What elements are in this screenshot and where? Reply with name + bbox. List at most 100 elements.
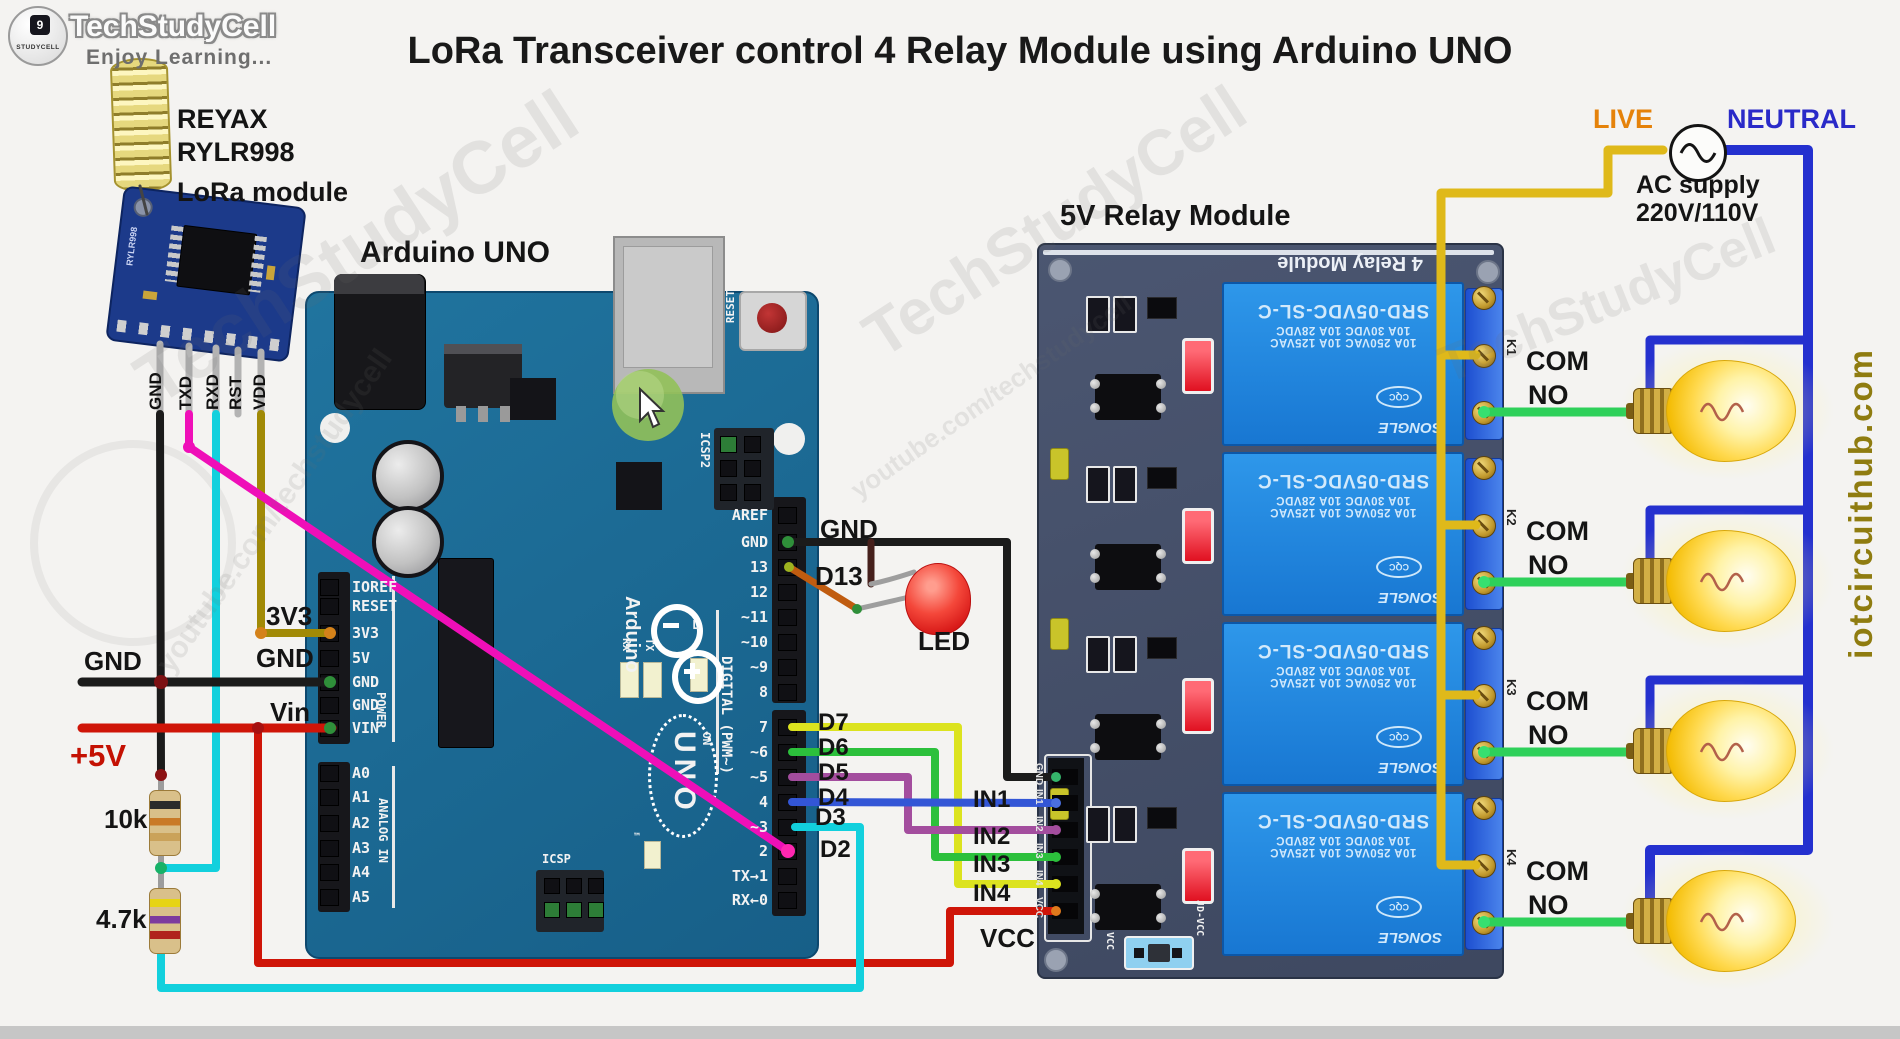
bulb-tip-contact (1626, 403, 1636, 419)
led-l-label: L (692, 618, 700, 632)
mcu-chip (438, 558, 494, 748)
icsp-pin (566, 878, 582, 894)
ic-pin (1156, 913, 1166, 923)
smd-resistor (1113, 466, 1137, 503)
ic-pin (1090, 379, 1100, 389)
analog-pin-label: A0 (352, 764, 371, 782)
wire-live-bus (1436, 145, 1668, 870)
header-dot (1051, 879, 1061, 889)
led-lead (868, 569, 917, 587)
wire-label-gnd-top: GND (820, 514, 878, 544)
ic-pin (1156, 743, 1166, 753)
mount-hole (320, 413, 350, 443)
analog-pin-label: A3 (352, 839, 371, 857)
wire-label-led: LED (918, 626, 970, 656)
terminal-k-label: K3 (1504, 679, 1519, 696)
indicator-led-red (905, 563, 971, 635)
regulator-leg (478, 406, 488, 422)
light-bulb-4 (1620, 850, 1834, 990)
arduino-infinity-right (672, 650, 724, 704)
header-dot (1051, 825, 1061, 835)
channel-logo: 9 STUDYCELL (8, 6, 68, 66)
junction-dot (252, 722, 264, 734)
no-label: NO (1528, 720, 1569, 750)
pin-socket (320, 789, 339, 806)
no-terminal-dot (1478, 916, 1490, 928)
tm-mark: ™ (634, 832, 641, 843)
site-watermark-vertical: iotcircuithub.com (1842, 348, 1879, 659)
wire-label-d2: D2 (820, 836, 851, 863)
ac-voltage-label: 220V/110V (1636, 199, 1759, 227)
terminal-k-label: K4 (1504, 849, 1519, 866)
capacitor-smd (1050, 448, 1069, 480)
relay-header-pin-label: IN2 (1033, 816, 1044, 832)
bulb-glass (1666, 870, 1796, 972)
icsp-pin (566, 902, 582, 918)
relay-header-pin-label: GND (1033, 763, 1044, 786)
relay-status-led (1182, 848, 1214, 904)
smd-resistor (1113, 636, 1137, 673)
resistor-4k7 (149, 888, 181, 954)
ic-pin (1090, 913, 1100, 923)
logo-head-icon: 9 (30, 15, 50, 35)
header-dot (1051, 772, 1061, 782)
power-pin-label: 5V (352, 649, 371, 667)
terminal-screw (1472, 796, 1496, 820)
junction-dot (784, 562, 794, 572)
wire-label-d6: D6 (818, 734, 849, 761)
voltage-regulator (444, 350, 522, 408)
junction-dot (183, 441, 195, 453)
resistor-4k7-label: 4.7k (96, 904, 147, 934)
analog-header-strip (318, 762, 350, 912)
relay-header-pin-label: VCC (1033, 897, 1044, 919)
sine-icon (1679, 143, 1717, 163)
smd-resistor (1086, 636, 1110, 673)
ic-pin (1090, 403, 1100, 413)
resistor-10k (149, 790, 181, 856)
ic-pin (1156, 549, 1166, 559)
ic-pin (1090, 573, 1100, 583)
icsp2-pin (744, 484, 761, 501)
bulb-tip-contact (1626, 743, 1636, 759)
relay-status-led (1182, 338, 1214, 394)
wire-label-vin: Vin (270, 697, 310, 727)
smd-chip (616, 462, 662, 510)
com-label: COM (1526, 516, 1589, 546)
tx-led (643, 662, 662, 698)
jdvcc-jumper (1124, 936, 1194, 970)
mouse-cursor (612, 369, 684, 441)
power-pin-label: GND (352, 673, 380, 691)
reset-silk-label: RESET (724, 290, 737, 324)
icsp2-pin (720, 484, 737, 501)
wire-label-d7: D7 (818, 709, 849, 736)
digital-pin-label: 7 (758, 718, 768, 736)
ic-pin (1090, 889, 1100, 899)
mount-hole (773, 423, 805, 455)
wire-label-5v: +5V (70, 738, 127, 773)
ic-pin (1090, 549, 1100, 559)
wire-d3-cyan (157, 823, 864, 992)
digital-pin-label: 4 (758, 793, 768, 811)
ic-pin (1090, 719, 1100, 729)
lora-title-line: REYAX (177, 104, 268, 134)
digital-pin-label: ~11 (740, 608, 768, 626)
wire-label-in3: IN3 (973, 851, 1011, 878)
light-bulb-3 (1620, 680, 1834, 820)
channel-name: TechStudyCell (70, 10, 277, 43)
ac-source-symbol (1669, 124, 1727, 182)
icsp-pin (588, 902, 604, 918)
analog-pin-label: A1 (352, 788, 371, 806)
junction-dot (781, 844, 795, 858)
wire-label-gnd-mid: GND (256, 643, 314, 673)
icsp2-pin (720, 436, 737, 453)
pin-socket (320, 579, 339, 596)
wire-label-vcc: VCC (980, 923, 1035, 953)
pin-socket (320, 889, 339, 906)
reset-button-cap (757, 303, 787, 333)
optocoupler-ic (1090, 544, 1166, 590)
no-terminal-dot (1478, 746, 1490, 758)
